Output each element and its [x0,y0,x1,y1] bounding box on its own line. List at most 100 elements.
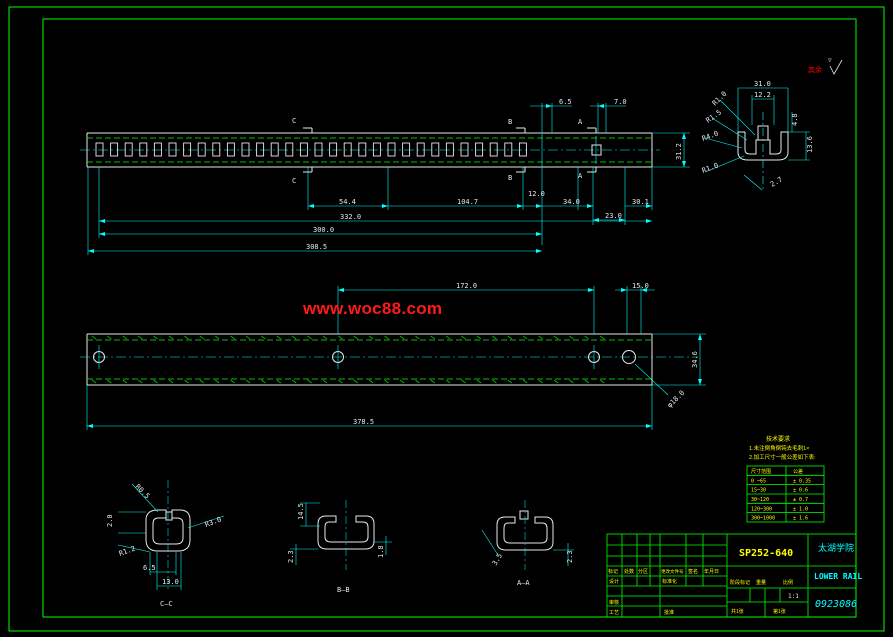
sheet-number: 第1张 [773,608,786,615]
flange-mark [507,379,513,384]
flange-mark [384,379,389,384]
section-bb-label: B—B [337,586,350,594]
tech-requirements: 技术要求 1.未注倒角倒钝去毛刺1× 2.加工尺寸一般公差如下表: 尺寸范围公差… [746,435,825,523]
slot [431,142,440,157]
tolerance-value: ± 0.35 [793,478,811,484]
dim-6-5: 6.5 [559,98,572,106]
svg-text:▽: ▽ [828,57,832,64]
bottom-view-dim-arrows [87,288,702,428]
mark-genggai: 更改文件号 [661,568,684,575]
top-view-dim-text: 6.5 7.0 31.2 54.4 104.7 12.0 34.0 23.0 3… [306,98,683,251]
slot [241,142,250,157]
dim-15-0: 15.0 [632,282,649,290]
flange-mark [137,379,143,384]
dim-54-4: 54.4 [339,198,356,206]
mark-fenqu: 分区 [638,568,648,575]
dim-104-7: 104.7 [457,198,478,206]
flange-mark [261,379,266,384]
tech-req-line2: 2.加工尺寸一般公差如下表: [749,453,816,461]
svg-text:其余: 其余 [808,65,822,74]
flange-mark [199,379,205,384]
dim-34-0: 34.0 [563,198,580,206]
flange-mark [399,335,405,340]
section-cc [145,480,191,590]
dim-12-0: 12.0 [528,190,545,198]
dim-332-0: 332.0 [340,213,361,221]
dim-cc-6-5: 6.5 [143,564,156,572]
flange-mark [476,335,482,340]
flange-mark [476,379,482,384]
flange-mark [553,379,559,384]
slot [110,142,119,157]
slot [504,142,513,157]
slot [372,142,381,157]
flange-mark [245,379,251,384]
mark-nianyueri: 年月日 [704,568,719,575]
flange-mark [538,379,543,384]
title-block-text: SP252-640 太湖学院 LOWER RAIL 0923086 1:1 标记… [608,542,862,616]
dim-378-5: 378.5 [353,418,374,426]
dim-13-6: 13.6 [806,136,814,153]
tech-req-line1: 1.未注倒角倒钝去毛刺1× [749,444,809,452]
role-biaozhunhua: 标准化 [662,578,677,585]
tolerance-value: ± 1.6 [793,516,808,522]
mark-qianming: 签名 [688,568,698,575]
slot [183,142,192,157]
bottom-view [80,333,698,386]
flange-mark [261,335,266,340]
tolerance-value: ± 0.6 [793,488,808,494]
tolerance-range: 0 ~65 [751,478,766,484]
mark-biaoji: 标记 [608,568,618,575]
flange-mark [184,379,189,384]
dim-34-6: 34.6 [691,351,699,368]
dim-31-2: 31.2 [675,143,683,160]
flange-mark [538,335,543,340]
dim-cc-2-0: 2.0 [106,514,114,527]
flange-mark [353,379,359,384]
slot [460,142,469,157]
flange-mark [430,379,436,384]
flange-mark [230,335,235,340]
flange-mark [584,335,590,340]
flange-mark [214,379,220,384]
flange-mark [599,379,605,384]
section-mark-c-bottom: C [292,177,296,185]
flange-mark [368,379,374,384]
drawing-number: 0923086 [815,599,857,610]
slot [343,142,352,157]
slot [226,142,235,157]
dim-aa-2-3: 2.3 [566,550,574,563]
flange-mark [353,335,359,340]
flange-mark [184,335,189,340]
flange-mark [338,379,343,384]
top-view-dim-arrows [88,104,686,253]
tolerance-range: 30~120 [751,497,769,503]
dim-23-0: 23.0 [605,212,622,220]
roughness-symbol: 其余 ▽ [808,57,843,75]
flange-mark [168,335,174,340]
tech-req-title: 技术要求 [766,435,790,443]
flange-mark [245,335,251,340]
flange-mark [153,335,158,340]
end-view [737,112,789,190]
flange-mark [291,335,297,340]
slot [314,142,323,157]
dim-bb-2-3: 2.3 [287,550,295,563]
flange-mark [507,335,513,340]
flange-mark [137,335,143,340]
dim-7-0: 7.0 [614,98,627,106]
flange-mark [322,379,328,384]
weight-label: 重量 [756,579,766,586]
flange-mark [322,335,328,340]
outer-frame [8,6,885,632]
slot [475,142,484,157]
top-view-dimensions [87,103,690,255]
flange-mark [430,335,436,340]
dim-172-0: 172.0 [456,282,477,290]
slot [285,142,294,157]
slot [139,142,148,157]
flange-mark [584,379,590,384]
flange-mark [199,335,205,340]
slot [270,142,279,157]
slot [95,142,104,157]
